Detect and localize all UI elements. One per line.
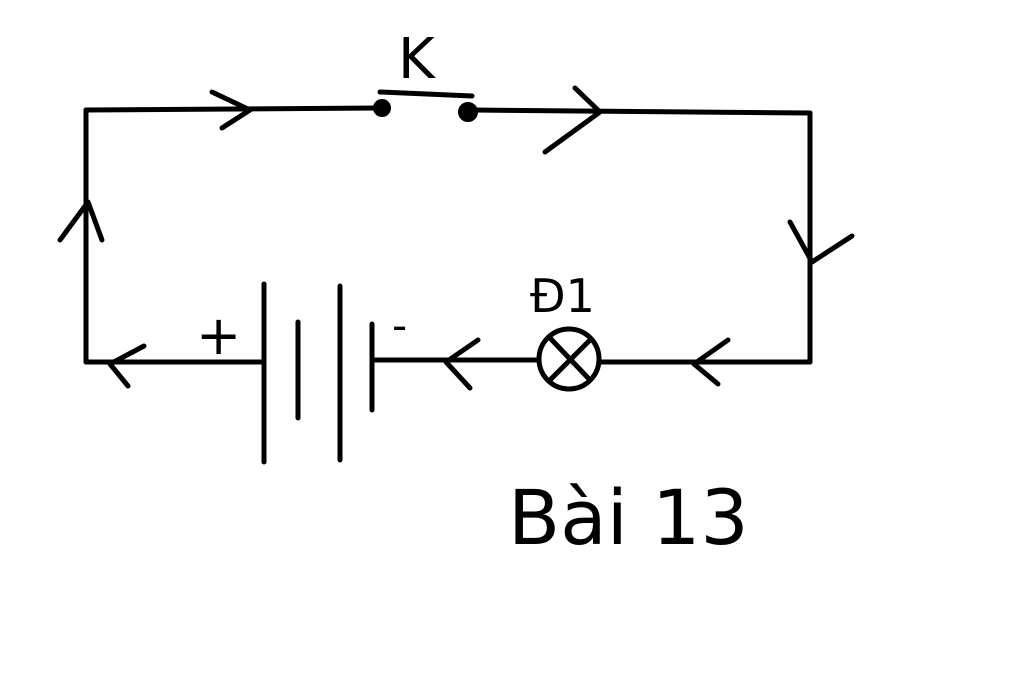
arrow-bottom-right	[691, 337, 731, 387]
switch-label: K	[398, 27, 436, 92]
battery-negative-label: -	[392, 301, 407, 350]
arrow-top-left	[209, 89, 253, 131]
lamp-cross-b	[547, 337, 593, 383]
arrow-right	[787, 219, 855, 265]
arrow-bottom-left	[107, 343, 147, 389]
caption: Bài 13	[508, 473, 749, 562]
switch-terminal-left	[373, 99, 391, 117]
wire-top-left	[83, 105, 383, 113]
current-arrows	[57, 85, 855, 391]
wire-top-right	[469, 107, 813, 116]
battery-positive-label: +	[196, 304, 241, 367]
switch-k: K	[373, 27, 478, 122]
switch-terminal-right	[458, 102, 478, 122]
lamp-d1: Đ1	[530, 269, 602, 392]
arrow-top-right	[542, 85, 603, 155]
arrow-bottom-middle	[443, 337, 481, 391]
lamp-label: Đ1	[530, 269, 595, 323]
arrow-left	[57, 199, 105, 243]
switch-lever	[377, 89, 475, 99]
lamp-circle	[536, 326, 602, 392]
circuit-wires	[83, 105, 813, 365]
battery: + -	[196, 281, 407, 465]
